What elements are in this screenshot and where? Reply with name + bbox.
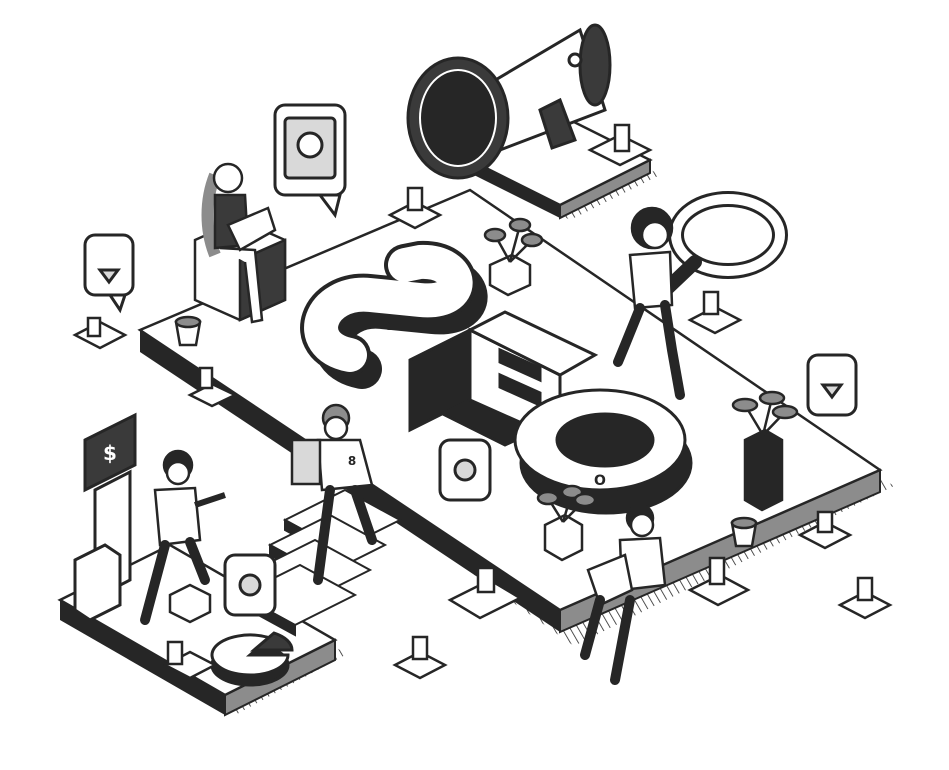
- runner-shirt: [628, 250, 674, 310]
- pedestal-block: [198, 366, 214, 390]
- left-bubble-symbol: [238, 573, 262, 597]
- woman-hair: [201, 172, 221, 258]
- speech-bubble-icon: [273, 103, 347, 219]
- runner-head: [640, 220, 670, 250]
- bin-rim: [730, 516, 758, 530]
- pie-chart-icon: [210, 631, 294, 687]
- pedestal-block: [613, 123, 631, 153]
- plant-leaf: [731, 397, 759, 413]
- pedestal-block: [816, 510, 834, 534]
- climber-arm: [194, 492, 226, 508]
- speech-bubble-icon: [438, 438, 492, 502]
- document-stack: [290, 438, 322, 486]
- megaphone-mouthpiece: [578, 23, 612, 107]
- climber-shirt: [153, 486, 202, 547]
- courier-head: [323, 415, 349, 441]
- pedestal: [447, 578, 523, 620]
- monitor-dollar-sign: $: [103, 441, 117, 465]
- runner-legs: [613, 300, 685, 400]
- megaphone-handle: [538, 97, 577, 150]
- person-courier: 8: [290, 403, 377, 585]
- person-climber: [140, 449, 226, 625]
- left-platform-left-face: [60, 600, 225, 715]
- pedestal-block: [166, 640, 184, 666]
- letter-o-label: O: [594, 473, 606, 489]
- pedestal-block: [476, 566, 496, 594]
- woman-head: [212, 162, 244, 194]
- laptop-icon: [226, 206, 277, 252]
- download-bubble-tail: [107, 293, 128, 314]
- seated-head: [629, 512, 655, 538]
- right-bubble-arrow: [820, 383, 844, 400]
- plant-leaf: [508, 217, 532, 233]
- speech-bubble-icon: [223, 553, 277, 617]
- pedestal-block: [406, 186, 424, 212]
- portrait-bubble-tail: [317, 193, 342, 219]
- step-box: [168, 583, 212, 624]
- person-runner-magnifier: [613, 206, 685, 400]
- megaphone-button: [567, 52, 583, 68]
- climber-legs: [140, 537, 210, 625]
- person-seated-laptop: [580, 503, 667, 685]
- person-woman-laptop: [201, 162, 277, 324]
- plant-leaf: [520, 232, 544, 248]
- pedestal: [387, 200, 443, 230]
- center-bubble-symbol: [453, 458, 477, 482]
- plant-leaf: [771, 404, 799, 420]
- trash-bin-icon: [174, 315, 202, 347]
- pedestal-block: [856, 576, 874, 602]
- courier-legs: [313, 485, 377, 585]
- letter-e-top: [466, 310, 599, 377]
- pedestal: [392, 650, 448, 680]
- courier-jersey-number: 8: [348, 454, 356, 468]
- letter-s-face: [304, 245, 473, 372]
- tall-plant-pot: [743, 428, 784, 512]
- portrait-head: [296, 131, 324, 159]
- download-bubble: [83, 233, 135, 297]
- plant-icon: [483, 217, 544, 297]
- megaphone-bell-inner: [419, 69, 497, 167]
- plant-leaf: [758, 390, 786, 406]
- dollar-monitor-icon: $: [73, 412, 137, 622]
- pedestal-block: [708, 556, 726, 586]
- plant-icon: [536, 484, 597, 562]
- magnifier-icon: [648, 191, 788, 307]
- speech-bubble-icon: [806, 353, 858, 417]
- plant-icon: [731, 390, 799, 512]
- megaphone-icon: [406, 23, 612, 180]
- pedestal-block: [86, 316, 102, 338]
- plant-leaf: [483, 227, 507, 243]
- plant-leaf: [536, 490, 560, 506]
- letter-s-label: S: [385, 318, 395, 334]
- monitor-screen: [83, 412, 137, 493]
- pedestal: [837, 590, 893, 620]
- download-arrow: [97, 268, 121, 285]
- pie-chart-small-slice: [249, 631, 294, 652]
- letter-o-hole: [555, 412, 655, 468]
- letter-e-notch: [498, 347, 542, 383]
- laptop-icon: [586, 553, 634, 607]
- cabinet-box: [73, 543, 122, 622]
- plant-leaf: [573, 492, 597, 508]
- letter-s-block: S: [300, 241, 488, 389]
- seated-legs: [580, 595, 635, 685]
- pedestal-block: [702, 290, 720, 316]
- climber-head: [165, 460, 191, 486]
- pedestal-block: [411, 635, 429, 661]
- speech-bubble-icon: [83, 233, 135, 314]
- magnifier-ring: [671, 194, 785, 276]
- megaphone-platform-left-face: [470, 160, 560, 218]
- pedestal: [797, 520, 853, 550]
- bin-rim: [174, 315, 202, 329]
- trash-bin-icon: [730, 516, 758, 548]
